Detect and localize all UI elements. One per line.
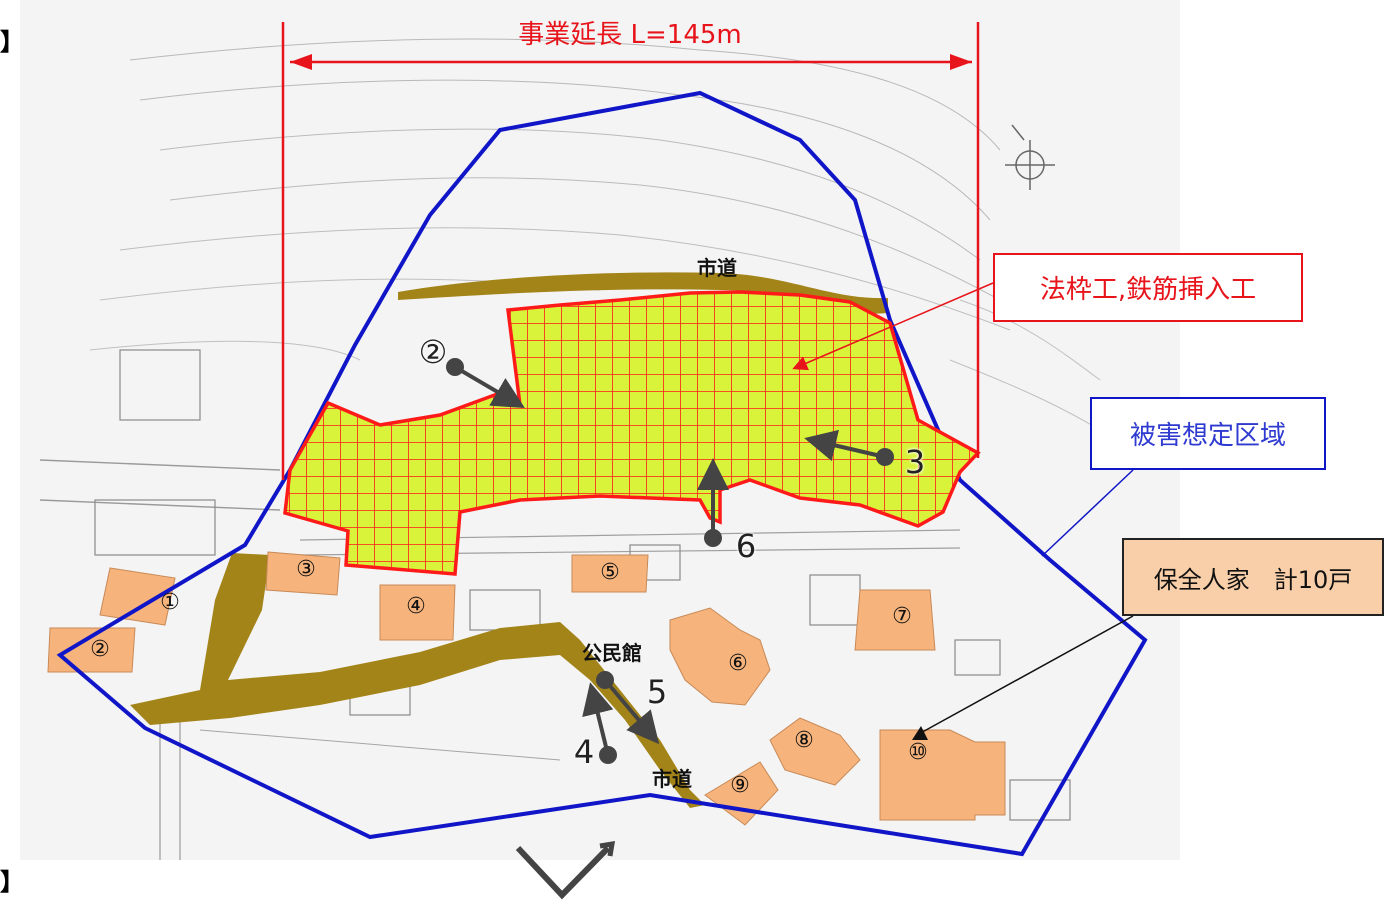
viewpoint-label-6: 6	[735, 527, 757, 565]
house-label-8: ⑧	[794, 728, 814, 753]
house-label-1: ①	[160, 590, 180, 615]
house-7	[854, 589, 936, 651]
compass-icon	[1005, 124, 1055, 190]
house-label-7: ⑦	[892, 604, 912, 629]
viewpoint-label-3: 3	[904, 443, 926, 481]
house-10	[879, 729, 1006, 821]
house-label-3: ③	[296, 557, 316, 582]
upper-road-label: 市道	[697, 256, 737, 280]
left-edge-bracket-top: 】	[0, 28, 24, 56]
house-label-9: ⑨	[730, 773, 750, 798]
left-edge-bracket-bottom: 】	[0, 868, 24, 896]
community-hall-label: 公民館	[582, 641, 642, 665]
house-9	[704, 761, 779, 826]
house-8	[769, 717, 861, 786]
house-4	[379, 584, 456, 641]
houses-callout-leader	[916, 615, 1134, 736]
viewpoint-label-2: ②	[418, 333, 448, 371]
house-5	[571, 554, 649, 593]
houses	[47, 551, 1006, 826]
house-label-10: ⑩	[908, 740, 928, 765]
project-length-label: 事業延長 L=145m	[518, 20, 742, 50]
project-length-dimension	[281, 22, 980, 480]
upper-road	[398, 272, 888, 314]
protected-houses-callout: 保全人家 計10戸	[1122, 538, 1384, 616]
lower-road-label: 市道	[652, 767, 692, 791]
house-label-6: ⑥	[728, 651, 748, 676]
houses-callout-marker	[912, 726, 928, 740]
viewpoint-label-5: 5	[646, 673, 668, 711]
direction-arrow	[515, 840, 616, 900]
work-area-outline	[283, 290, 981, 576]
house-3	[265, 551, 341, 596]
work-callout-leader	[792, 282, 994, 371]
house-6	[669, 607, 771, 706]
viewpoint-label-4: 4	[573, 733, 595, 771]
house-label-2: ②	[90, 637, 110, 662]
work-method-callout: 法枠工,鉄筋挿入工	[993, 253, 1303, 322]
damage-zone-callout: 被害想定区域	[1090, 397, 1326, 470]
viewpoint-arrows	[446, 358, 894, 764]
house-1	[99, 567, 176, 626]
house-label-5: ⑤	[600, 560, 620, 585]
lower-road	[130, 553, 705, 808]
roads	[130, 272, 888, 808]
house-label-4: ④	[406, 594, 426, 619]
zone-callout-leader	[1041, 469, 1134, 557]
